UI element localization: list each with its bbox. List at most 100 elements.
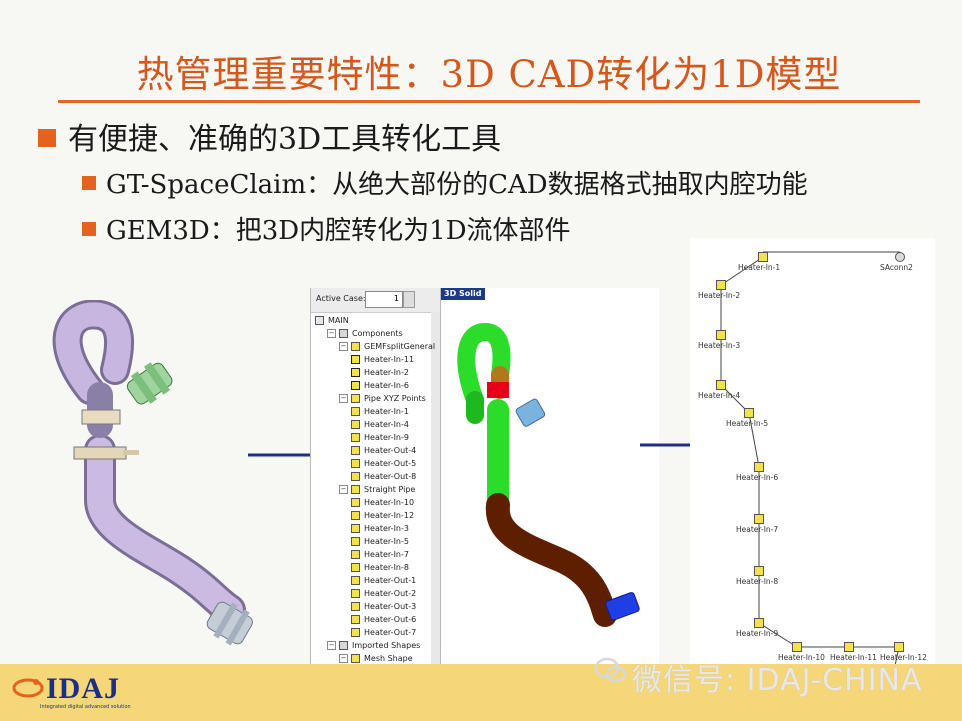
pipe-icon [351,628,360,637]
tree-item[interactable]: Heater-Out-6 [351,614,416,625]
tab-3d-solid[interactable]: 3D Solid [441,288,485,300]
root-icon [315,316,324,325]
tree-item[interactable]: Heater-In-10 [351,497,414,508]
tree-item[interactable]: Heater-Out-5 [351,458,416,469]
bullet-square-icon [82,176,96,190]
tree-item-label: Imported Shapes [352,641,421,650]
bullet-level2-gem3d: GEM3D：把3D内腔转化为1D流体部件 [82,210,571,247]
tree-item[interactable]: MAIN [315,315,349,326]
tree-item-label: Components [352,329,403,338]
tree-expander-icon[interactable]: − [339,394,348,403]
tree-expander-icon[interactable]: − [327,329,336,338]
tree-item-label: Heater-In-8 [364,563,409,572]
tree-item[interactable]: Heater-Out-3 [351,601,416,612]
network-node-label: Heater-In-6 [736,473,779,482]
pipe-icon [351,589,360,598]
bullet-text: 有便捷、准确的3D工具转化工具 [68,122,502,157]
network-node-label: Heater-In-2 [698,291,741,300]
model-tree-panel: Active Case: 1 MAIN−Components−GEMFsplit… [310,288,441,666]
part-icon [351,381,360,390]
group-icon [351,485,360,494]
tree-item[interactable]: Heater-In-2 [351,367,409,378]
tree-item[interactable]: − Straight Pipe [339,484,415,495]
group-icon [351,342,360,351]
pipe-node-icon[interactable] [758,252,768,262]
tree-item[interactable]: Heater-Out-4 [351,445,416,456]
tree-expander-icon[interactable]: − [339,342,348,351]
tree-expander-icon[interactable]: − [339,485,348,494]
solid-model-image [457,322,640,627]
tree-item[interactable]: Heater-In-3 [351,523,409,534]
part-icon [351,355,360,364]
idaj-logo-icon [12,678,44,698]
pipe-node-icon[interactable] [792,642,802,652]
tree-item[interactable]: Heater-Out-7 [351,627,416,638]
tree-item[interactable]: Heater-In-8 [351,562,409,573]
pipe-node-icon[interactable] [754,618,764,628]
tree-item-label: Heater-In-6 [364,381,409,390]
tree-item-label: Heater-Out-1 [364,576,417,585]
network-node-label: Heater-In-12 [880,653,927,662]
tree-item[interactable]: Heater-In-1 [351,406,409,417]
tree-item[interactable]: Heater-In-4 [351,419,409,430]
network-links [720,251,900,676]
tree-item[interactable]: Heater-In-5 [351,536,409,547]
pipe-node-icon[interactable] [716,330,726,340]
network-link [758,622,798,648]
tree-item[interactable]: −Mesh Shape [339,653,413,664]
tree-item[interactable]: − Components [327,328,403,339]
tree-item-label: Straight Pipe [364,485,416,494]
tree-expander-icon[interactable]: − [327,641,336,650]
network-node-label: Heater-In-9 [736,629,779,638]
part-icon [351,368,360,377]
tree-item[interactable]: Heater-In-12 [351,510,414,521]
tree-item[interactable]: Heater-Out-8 [351,471,416,482]
tree-scrollbar[interactable] [431,312,440,666]
wechat-icon [594,657,627,683]
tree-expander-icon[interactable]: − [339,654,348,663]
tree-item[interactable]: Heater-Out-1 [351,575,416,586]
tree-item-label: Heater-Out-5 [364,459,417,468]
tree-item-label: Heater-Out-7 [364,628,417,637]
active-case-spinner[interactable] [403,291,415,308]
pipe-node-icon[interactable] [754,566,764,576]
tree-item-label: Heater-In-4 [364,420,409,429]
bullet-level2-spaceclaim: GT-SpaceClaim：从绝大部份的CAD数据格式抽取内腔功能 [82,164,808,201]
network-node-label: Heater-In-3 [698,341,741,350]
tree-item[interactable]: −Pipe XYZ Points [339,393,426,404]
pipe-node-icon[interactable] [894,642,904,652]
pipe-node-icon[interactable] [844,642,854,652]
connector-node-icon[interactable] [895,252,905,262]
logo-tagline: Integrated digital advanced solution [40,704,131,710]
pipe-icon [351,576,360,585]
tree-item-label: GEMFsplitGeneral [364,342,436,351]
wechat-watermark: 微信号: IDAJ-CHINA [632,663,923,698]
pipe-node-icon[interactable] [716,280,726,290]
group-icon [351,654,360,663]
tree-item-label: Heater-Out-8 [364,472,417,481]
tree-item[interactable]: Heater-In-7 [351,549,409,560]
pipe-node-icon[interactable] [716,380,726,390]
pipe-icon [351,524,360,533]
tree-item-label: MAIN [328,316,349,325]
tree-item[interactable]: Heater-In-9 [351,432,409,443]
tree-item-label: Heater-In-7 [364,550,409,559]
network-node-label: Heater-In-4 [698,391,741,400]
tree-item[interactable]: Heater-Out-2 [351,588,416,599]
pipe-icon [351,511,360,520]
tree-item-label: Heater-In-2 [364,368,409,377]
pipe-node-icon[interactable] [754,514,764,524]
pipe-node-icon[interactable] [754,462,764,472]
bullet-level1: 有便捷、准确的3D工具转化工具 [38,114,501,158]
pipe-icon [351,550,360,559]
pipe-icon [351,537,360,546]
pipe-node-icon[interactable] [744,408,754,418]
tree-item[interactable]: Heater-In-6 [351,380,409,391]
active-case-input[interactable]: 1 [365,291,403,308]
tree-item-label: Heater-In-5 [364,537,409,546]
tree-item-label: Heater-In-12 [364,511,415,520]
bullet-text: GT-SpaceClaim：从绝大部份的CAD数据格式抽取内腔功能 [106,170,808,200]
tree-item[interactable]: − GEMFsplitGeneral [339,341,435,352]
tree-item[interactable]: − Imported Shapes [327,640,420,651]
tree-item[interactable]: Heater-In-11 [351,354,414,365]
